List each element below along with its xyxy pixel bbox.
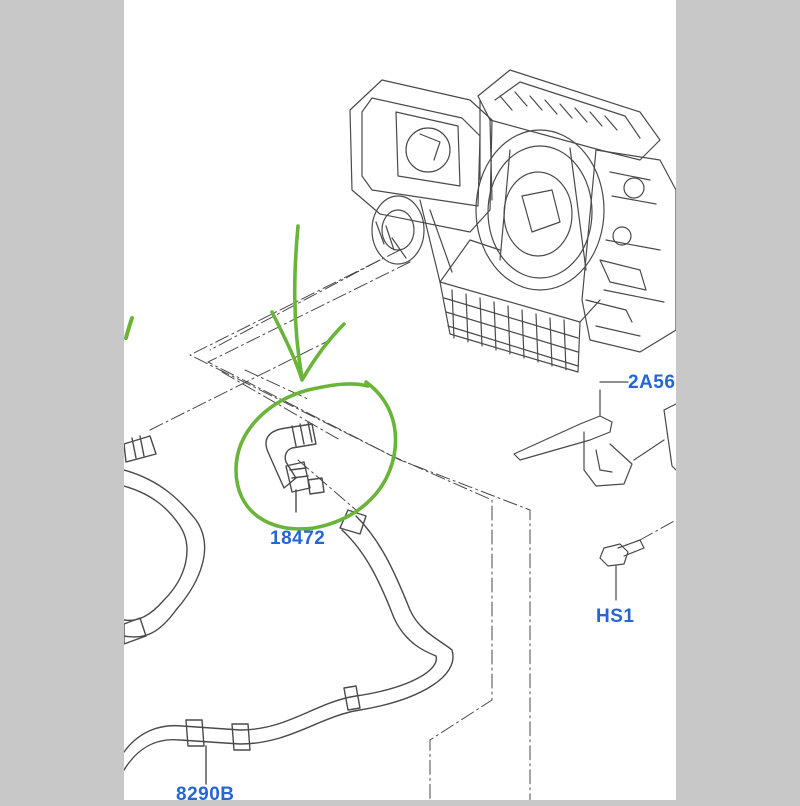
hose-elbow-18472 (265, 421, 325, 513)
green-mark-left (124, 316, 134, 340)
callout-18472: 18472 (270, 528, 326, 549)
diagram-sheet (124, 0, 676, 800)
callout-8290b: 8290B (176, 784, 235, 805)
hand-drawn-circle-icon (234, 380, 398, 531)
dash-dot-centerlines (149, 249, 531, 800)
callout-2a56: 2A56 (628, 372, 676, 393)
hand-drawn-annotation (124, 224, 398, 531)
hand-drawn-arrow-icon (270, 224, 346, 382)
main-hose-8290b (124, 509, 454, 785)
hvac-housing-assembly (349, 69, 676, 373)
left-hose-loop (124, 435, 206, 645)
bolt-hs1 (599, 519, 676, 601)
callout-hs1: HS1 (596, 606, 635, 627)
bracket-2a56 (513, 381, 676, 487)
